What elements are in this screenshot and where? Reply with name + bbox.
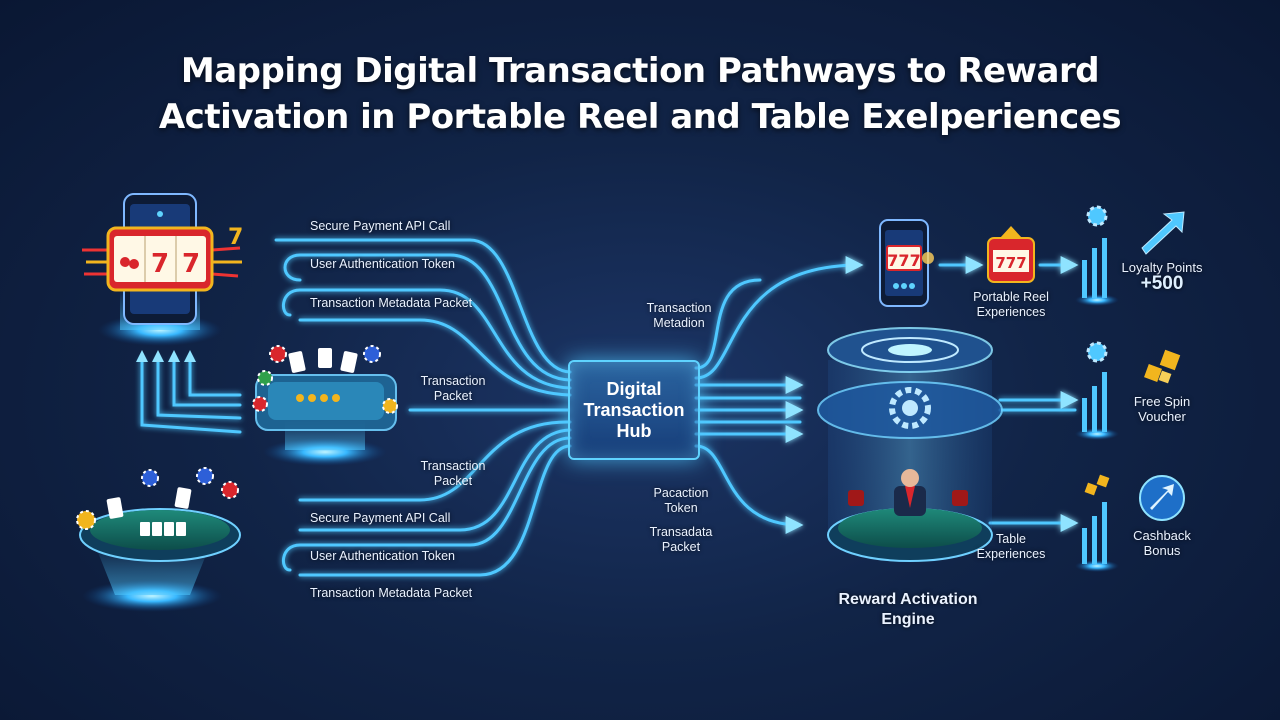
poker-chip-icon	[252, 345, 398, 414]
svg-text:7: 7	[228, 225, 243, 250]
poker-table-icon	[252, 345, 398, 466]
table-experiences-label: Table Experiences	[976, 532, 1046, 561]
reward-free-spin-label: Free Spin Voucher	[1133, 394, 1191, 424]
digital-transaction-hub: Digital Transaction Hub	[568, 360, 700, 460]
reward-loyalty-value: +500	[1140, 273, 1184, 294]
page-title: Mapping Digital Transaction Pathways to …	[0, 48, 1280, 140]
title-line-2: Activation in Portable Reel and Table Ex…	[158, 97, 1122, 137]
bar-chart-icon	[1075, 205, 1119, 306]
up-arrowheads	[136, 350, 196, 362]
transaction-data-packet-label: Transadata Packet	[649, 525, 713, 554]
svg-text:7: 7	[151, 249, 169, 279]
bar-chart-icon	[1075, 341, 1119, 440]
hub-label: Digital Transaction Hub	[583, 378, 685, 441]
top-pathway-label: Transaction Metadata Packet	[310, 296, 473, 310]
gear-icon	[889, 387, 931, 429]
svg-text:777: 777	[887, 251, 920, 270]
bar-chart-icon	[1075, 474, 1119, 572]
dealer-icon	[848, 469, 968, 516]
flow-lines	[140, 238, 1079, 577]
playing-card-icon	[288, 348, 358, 373]
svg-text:777: 777	[995, 254, 1026, 272]
top-pathway-label: Secure Payment API Call	[310, 219, 451, 233]
transaction-packet-label: Transaction Packet	[420, 374, 486, 403]
portable-reel-label: Portable Reel Experiences	[973, 290, 1049, 319]
reward-loyalty-label: Loyalty Points	[1121, 260, 1203, 275]
arrow-up-right-icon	[1139, 475, 1185, 521]
blackjack-table-icon	[76, 467, 241, 612]
svg-text:7: 7	[182, 249, 200, 279]
title-line-1: Mapping Digital Transaction Pathways to …	[180, 51, 1100, 91]
reward-cashback-label: Cashback Bonus	[1133, 528, 1191, 558]
slot-reels-icon: 777	[987, 226, 1035, 283]
transaction-packet-label: Transaction Packet	[420, 459, 486, 488]
transaction-metadata-label: Transaction Metadion	[646, 301, 712, 330]
transaction-token-label: Pacaction Token	[653, 486, 709, 515]
reward-engine-graphic	[817, 327, 1003, 562]
smartphone-slot-icon: 7 7 7	[82, 193, 243, 346]
arrow-up-right-icon	[1141, 211, 1185, 255]
top-pathway-label: User Authentication Token	[310, 257, 456, 271]
gold-cubes-icon	[1144, 349, 1181, 384]
bottom-pathway-label: Transaction Metadata Packet	[310, 586, 473, 600]
bottom-pathway-label: User Authentication Token	[310, 549, 456, 563]
bottom-pathway-label: Secure Payment API Call	[310, 511, 451, 525]
smartphone-slot-icon: 777	[879, 219, 934, 307]
engine-label: Reward Activation Engine	[838, 591, 978, 628]
